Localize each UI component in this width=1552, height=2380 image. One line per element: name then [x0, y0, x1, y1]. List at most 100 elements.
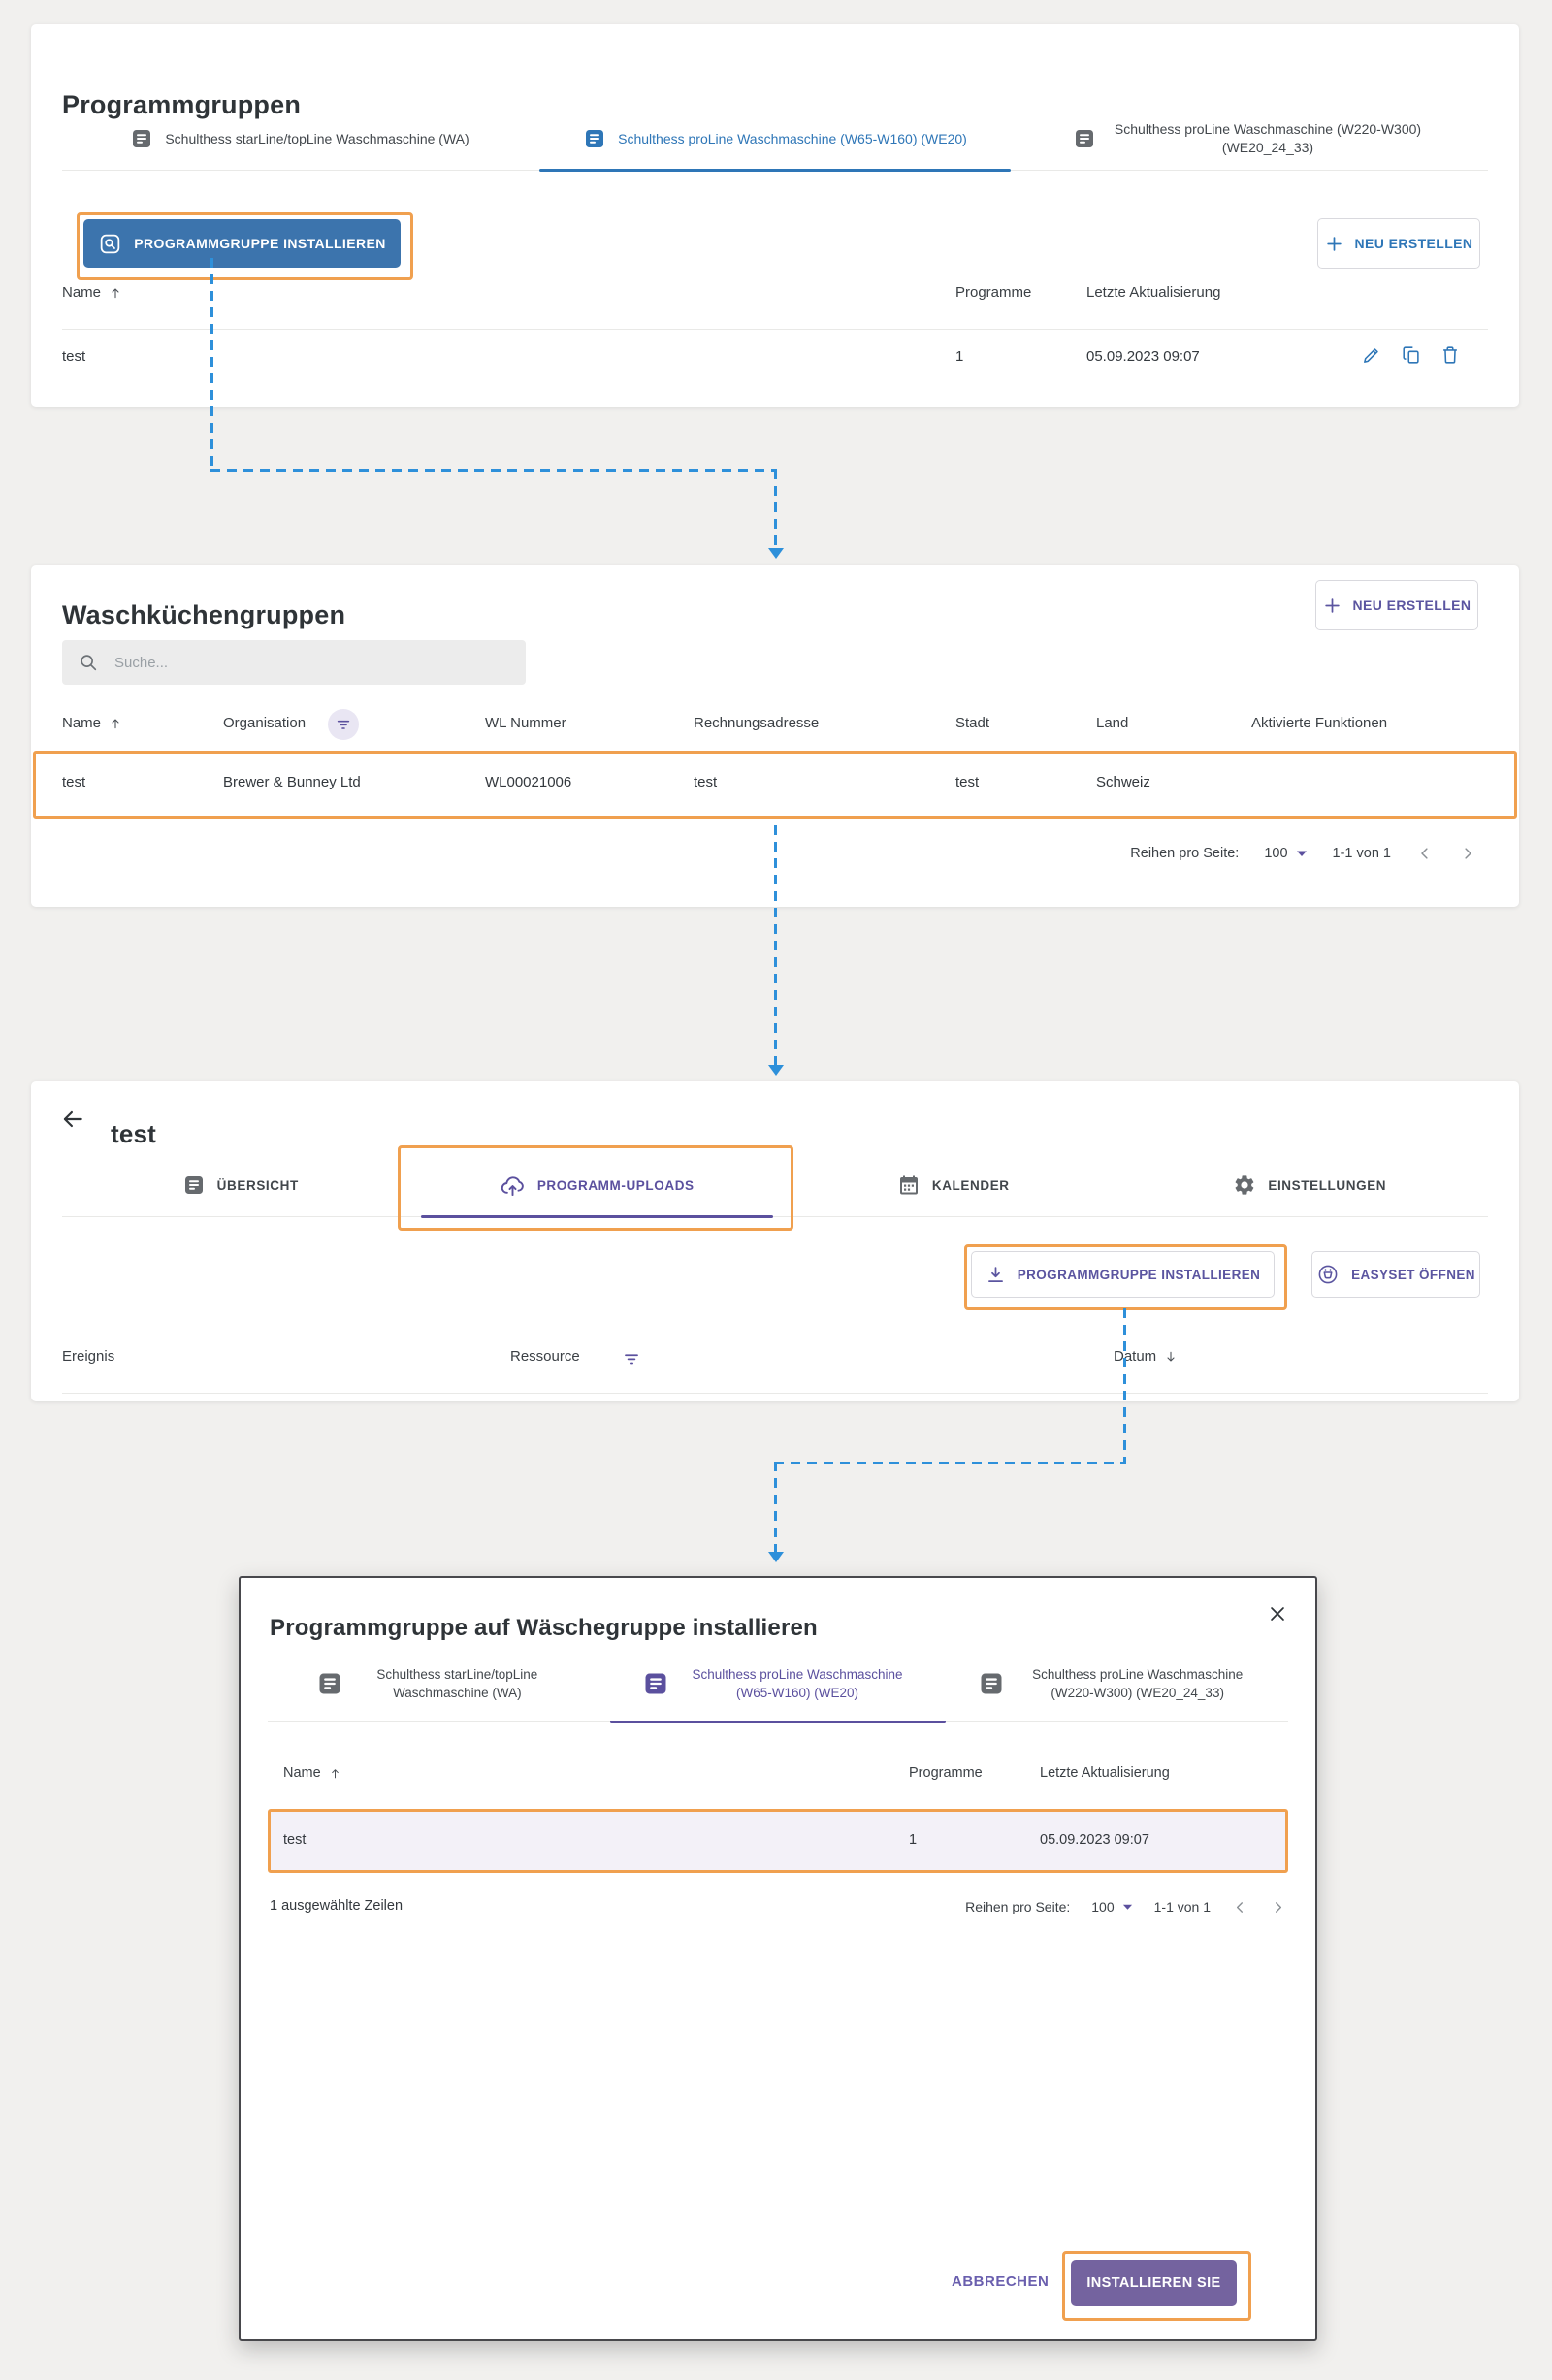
filter-icon[interactable] [328, 709, 359, 740]
column-header-wl-nummer[interactable]: WL Nummer [485, 715, 566, 731]
tab-starline-topline-wa[interactable]: Schulthess starLine/topLine Waschmaschin… [62, 108, 537, 170]
dialog-title: Programmgruppe auf Wäschegruppe installi… [270, 1615, 818, 1642]
cell-updated: 05.09.2023 09:07 [1040, 1832, 1149, 1848]
copy-icon[interactable] [1401, 344, 1422, 366]
cloud-upload-icon [500, 1173, 526, 1199]
pagination: Reihen pro Seite: 100 1-1 von 1 [1130, 836, 1476, 871]
machine-type-tabs: Schulthess starLine/topLine Waschmaschin… [62, 108, 1488, 172]
header-label: Ressource [510, 1348, 580, 1365]
column-header-ressource[interactable]: Ressource [510, 1348, 580, 1365]
rows-per-page-select[interactable]: 100 [1091, 1899, 1132, 1914]
install-dialog: Programmgruppe auf Wäschegruppe installi… [239, 1576, 1317, 2341]
tab-proline-w65-w160[interactable]: Schulthess proLine Waschmaschine (W65-W1… [537, 108, 1013, 172]
back-arrow-icon[interactable] [60, 1107, 85, 1132]
column-header-name[interactable]: Name [283, 1765, 342, 1781]
flow-arrowhead-1 [768, 548, 784, 559]
flow-line-1-drop [774, 469, 777, 548]
highlighted-table-row[interactable]: test Brewer & Bunney Ltd WL00021006 test… [33, 751, 1517, 819]
tab-proline-w65-w160[interactable]: Schulthess proLine Waschmaschine (W65-W1… [608, 1646, 949, 1723]
tab-label: Schulthess proLine Waschmaschine (W220-W… [1032, 1667, 1244, 1700]
column-header-rechnungsadresse[interactable]: Rechnungsadresse [694, 715, 819, 731]
search-input[interactable] [113, 653, 510, 672]
column-header-updated[interactable]: Letzte Aktualisierung [1040, 1765, 1170, 1781]
calendar-icon [897, 1174, 921, 1197]
easyset-oeffnen-button[interactable]: EASYSET ÖFFNEN [1311, 1251, 1480, 1298]
header-label: WL Nummer [485, 715, 566, 731]
flow-line-3-horizontal [774, 1462, 1126, 1464]
filter-icon[interactable] [623, 1350, 640, 1367]
search-box [62, 640, 526, 685]
abbrechen-button[interactable]: ABBRECHEN [952, 2273, 1050, 2290]
chevron-right-icon[interactable] [1270, 1899, 1286, 1915]
column-header-organisation[interactable]: Organisation [223, 715, 306, 731]
chevron-left-icon[interactable] [1232, 1899, 1248, 1915]
tab-proline-w220-w300[interactable]: Schulthess proLine Waschmaschine (W220-W… [1013, 108, 1488, 170]
header-label: Name [62, 715, 102, 731]
page-range-label: 1-1 von 1 [1332, 846, 1391, 861]
programmgruppe-installieren-button[interactable]: PROGRAMMGRUPPE INSTALLIEREN [971, 1251, 1275, 1298]
flow-arrowhead-2 [768, 1065, 784, 1076]
tab-label: PROGRAMM-UPLOADS [536, 1177, 695, 1193]
tab-label: KALENDER [931, 1177, 1010, 1193]
rows-per-page-select[interactable]: 100 [1264, 846, 1307, 861]
close-icon[interactable] [1267, 1603, 1288, 1624]
cell-stadt: test [955, 774, 980, 790]
rows-per-page-value: 100 [1091, 1899, 1115, 1914]
column-header-ereignis[interactable]: Ereignis [62, 1348, 114, 1365]
sort-asc-icon [108, 716, 123, 731]
caret-down-icon [1122, 1903, 1133, 1911]
tab-uebersicht[interactable]: ÜBERSICHT [62, 1154, 419, 1216]
tab-label: Schulthess starLine/topLine Waschmaschin… [376, 1667, 538, 1700]
tab-starline-topline-wa[interactable]: Schulthess starLine/topLine Waschmaschin… [268, 1646, 608, 1721]
header-label: Programme [909, 1765, 983, 1781]
page-title: Programmgruppen [62, 90, 302, 120]
button-label: PROGRAMMGRUPPE INSTALLIEREN [1017, 1267, 1261, 1282]
panel-programmgruppen: Programmgruppen Schulthess starLine/topL… [31, 24, 1519, 407]
header-label: Letzte Aktualisierung [1086, 284, 1221, 301]
column-header-name[interactable]: Name [62, 715, 123, 731]
button-label: NEU ERSTELLEN [1352, 597, 1471, 613]
button-label: INSTALLIEREN SIE [1086, 2275, 1221, 2291]
search-icon [78, 652, 99, 673]
plus-icon [1325, 235, 1343, 253]
selected-rows-info: 1 ausgewählte Zeilen [270, 1898, 404, 1914]
cell-organisation: Brewer & Bunney Ltd [223, 774, 361, 790]
rows-per-page-value: 100 [1264, 846, 1288, 861]
column-header-aktivierte-funktionen[interactable]: Aktivierte Funktionen [1251, 715, 1387, 731]
header-label: Name [283, 1765, 321, 1781]
header-label: Programme [955, 284, 1032, 301]
column-header-programme[interactable]: Programme [955, 284, 1031, 301]
header-label: Organisation [223, 715, 307, 731]
neu-erstellen-button[interactable]: NEU ERSTELLEN [1315, 580, 1478, 630]
neu-erstellen-button[interactable]: NEU ERSTELLEN [1317, 218, 1480, 269]
rows-per-page-label: Reihen pro Seite: [965, 1899, 1071, 1914]
tab-kalender[interactable]: KALENDER [775, 1154, 1132, 1216]
header-label: Datum [1114, 1348, 1157, 1365]
page-title: Waschküchengruppen [62, 600, 346, 630]
column-header-land[interactable]: Land [1096, 715, 1128, 731]
header-label: Ereignis [62, 1348, 115, 1365]
selected-table-row[interactable]: test 1 05.09.2023 09:07 [268, 1809, 1288, 1873]
tab-label: Schulthess proLine Waschmaschine (W65-W1… [618, 130, 967, 146]
column-header-updated[interactable]: Letzte Aktualisierung [1086, 284, 1220, 301]
header-label: Letzte Aktualisierung [1040, 1765, 1170, 1781]
column-header-programme[interactable]: Programme [909, 1765, 983, 1781]
panel-waschkuechengruppe-detail: test ÜBERSICHT PROGRAMM-UPLOADS KALENDER [31, 1081, 1519, 1401]
chevron-right-icon[interactable] [1459, 845, 1476, 862]
tab-einstellungen[interactable]: EINSTELLUNGEN [1132, 1154, 1489, 1216]
flow-line-3-drop [774, 1462, 777, 1552]
tab-programm-uploads[interactable]: PROGRAMM-UPLOADS [419, 1154, 776, 1218]
chevron-left-icon[interactable] [1416, 845, 1434, 862]
header-label: Land [1096, 715, 1129, 731]
installieren-sie-button[interactable]: INSTALLIEREN SIE [1071, 2260, 1237, 2306]
column-header-name[interactable]: Name [62, 284, 123, 301]
cell-land: Schweiz [1096, 774, 1150, 790]
flow-line-3-vertical [1123, 1308, 1126, 1463]
edit-icon[interactable] [1361, 344, 1382, 366]
column-header-stadt[interactable]: Stadt [955, 715, 989, 731]
page-title: test [111, 1119, 157, 1149]
tab-proline-w220-w300[interactable]: Schulthess proLine Waschmaschine (W220-W… [948, 1646, 1288, 1721]
programmgruppe-installieren-button[interactable]: PROGRAMMGRUPPE INSTALLIEREN [83, 219, 401, 268]
delete-icon[interactable] [1439, 344, 1461, 366]
